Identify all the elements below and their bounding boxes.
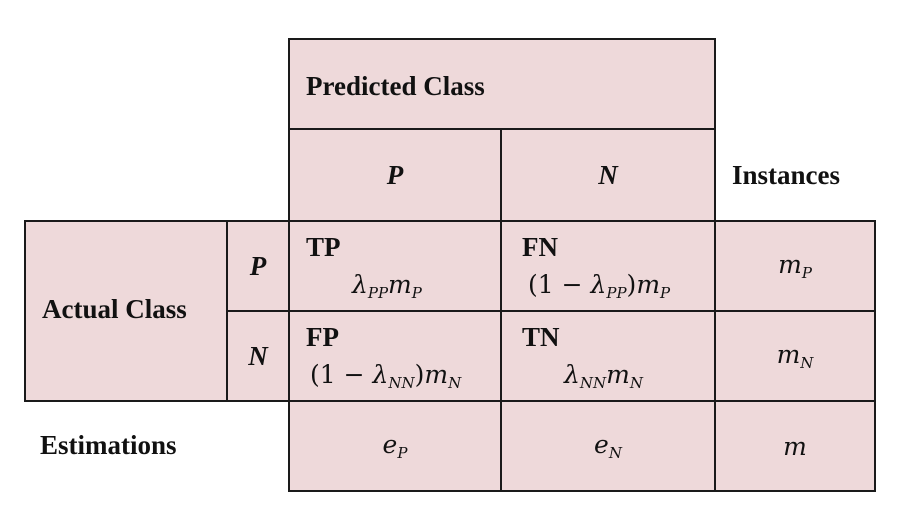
instances-n-cell: mN: [714, 310, 876, 402]
fn-label: FN: [522, 232, 558, 262]
tn-cell: TN λNNmN: [500, 310, 716, 402]
estimations-header: Estimations: [24, 400, 288, 492]
tp-label: TP: [306, 232, 341, 262]
tn-label: TN: [522, 322, 560, 352]
estimation-n-value: eN: [594, 430, 622, 462]
estimation-p-cell: eP: [288, 400, 502, 492]
fn-formula: (1 − λPP)mP: [528, 270, 671, 302]
tp-cell: TP λPPmP: [288, 220, 502, 312]
predicted-p-label: P: [386, 159, 404, 190]
instances-header: Instances: [716, 128, 876, 222]
predicted-class-label: Predicted Class: [306, 71, 485, 101]
fp-formula: (1 − λNN)mN: [310, 360, 462, 392]
actual-p-label: P: [249, 250, 267, 281]
fn-cell: FN (1 − λPP)mP: [500, 220, 716, 312]
instances-p-value: mP: [778, 250, 812, 282]
fp-cell: FP (1 − λNN)mN: [288, 310, 502, 402]
tp-formula: λPPmP: [352, 270, 422, 302]
actual-n-header: N: [226, 310, 290, 402]
predicted-n-header: N: [500, 128, 716, 222]
predicted-class-header: Predicted Class: [288, 38, 716, 130]
predicted-p-header: P: [288, 128, 502, 222]
actual-p-header: P: [226, 220, 290, 312]
instances-p-cell: mP: [714, 220, 876, 312]
estimation-n-cell: eN: [500, 400, 716, 492]
estimation-total-cell: m: [714, 400, 876, 492]
instances-n-value: mN: [776, 340, 814, 372]
actual-class-header: Actual Class: [24, 220, 228, 402]
tn-formula: λNNmN: [564, 360, 643, 392]
estimation-p-value: eP: [382, 430, 408, 462]
estimations-label: Estimations: [40, 430, 177, 460]
fp-label: FP: [306, 322, 339, 352]
predicted-n-label: N: [598, 159, 618, 190]
estimation-total-value: m: [783, 431, 807, 461]
instances-label: Instances: [732, 160, 841, 190]
actual-n-label: N: [248, 340, 268, 371]
actual-class-label: Actual Class: [42, 294, 187, 324]
